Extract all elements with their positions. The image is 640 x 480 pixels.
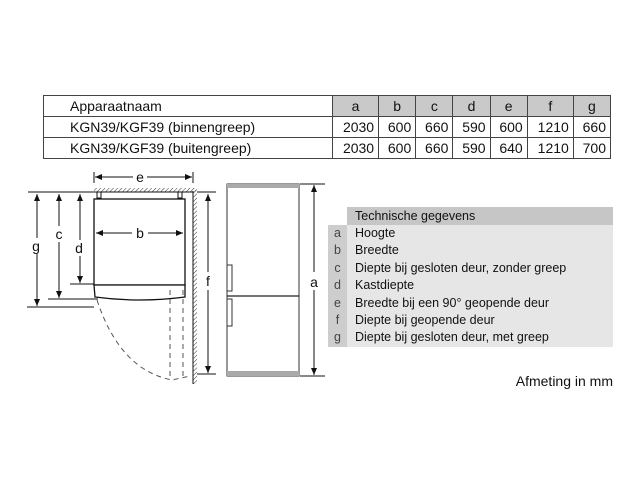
cabinet-body bbox=[93, 198, 186, 286]
legend-key: c bbox=[328, 259, 347, 278]
handle bbox=[226, 298, 233, 327]
legend-label: Diepte bij geopende deur bbox=[347, 311, 613, 330]
cell: 700 bbox=[572, 137, 612, 159]
hinge bbox=[96, 191, 102, 199]
label-g: g bbox=[32, 238, 40, 254]
cell: 1210 bbox=[526, 137, 574, 159]
cell: 600 bbox=[378, 137, 417, 159]
fridge-front bbox=[226, 183, 300, 377]
dimensions-table: Apparaatnaam a b c d e f g KGN39/KGF39 (… bbox=[43, 95, 612, 159]
legend-label: Diepte bij gesloten deur, met greep bbox=[347, 329, 613, 347]
legend-key: a bbox=[328, 225, 347, 243]
cell: 660 bbox=[415, 116, 454, 138]
front-view: a bbox=[226, 183, 325, 377]
wall-top bbox=[94, 188, 196, 192]
col-header: a bbox=[331, 95, 380, 117]
legend-label: Breedte bbox=[347, 242, 613, 260]
legend-label: Kastdiepte bbox=[347, 277, 613, 295]
label-e: e bbox=[136, 169, 144, 185]
unit-note: Afmeting in mm bbox=[515, 373, 613, 389]
legend-title: Technische gegevens bbox=[347, 207, 613, 225]
label-d: d bbox=[75, 240, 83, 256]
legend-key: d bbox=[328, 277, 347, 295]
label-f: f bbox=[206, 273, 210, 289]
col-header: g bbox=[572, 95, 612, 117]
legend-key: f bbox=[328, 311, 347, 330]
legend-key: e bbox=[328, 294, 347, 312]
label-b: b bbox=[136, 225, 144, 241]
col-header: f bbox=[526, 95, 574, 117]
door-swing-arc bbox=[96, 299, 191, 381]
col-header: b bbox=[378, 95, 417, 117]
handle bbox=[226, 264, 233, 292]
label-c: c bbox=[56, 226, 63, 242]
cell: 660 bbox=[415, 137, 454, 159]
legend-key: g bbox=[328, 329, 347, 347]
table-row: KGN39/KGF39 (buitengreep) 2030 600 660 5… bbox=[43, 137, 612, 159]
legend-key: b bbox=[328, 242, 347, 260]
wall-side bbox=[193, 188, 197, 384]
legend-label: Diepte bij gesloten deur, zonder greep bbox=[347, 259, 613, 278]
door bbox=[93, 284, 186, 301]
legend-label: Breedte bij een 90° geopende deur bbox=[347, 294, 613, 312]
model-name: KGN39/KGF39 (buitengreep) bbox=[43, 137, 333, 159]
hinge bbox=[177, 191, 183, 199]
label-a: a bbox=[310, 274, 318, 290]
model-name: KGN39/KGF39 (binnengreep) bbox=[43, 116, 333, 138]
legend-label: Hoogte bbox=[347, 225, 613, 243]
table-header-row: Apparaatnaam a b c d e f g bbox=[43, 95, 612, 117]
col-header: e bbox=[489, 95, 528, 117]
top-view: e b g c d f bbox=[27, 169, 216, 384]
table-row: KGN39/KGF39 (binnengreep) 2030 600 660 5… bbox=[43, 116, 612, 138]
cell: 2030 bbox=[331, 137, 380, 159]
col-header: c bbox=[415, 95, 454, 117]
cell: 640 bbox=[489, 137, 528, 159]
